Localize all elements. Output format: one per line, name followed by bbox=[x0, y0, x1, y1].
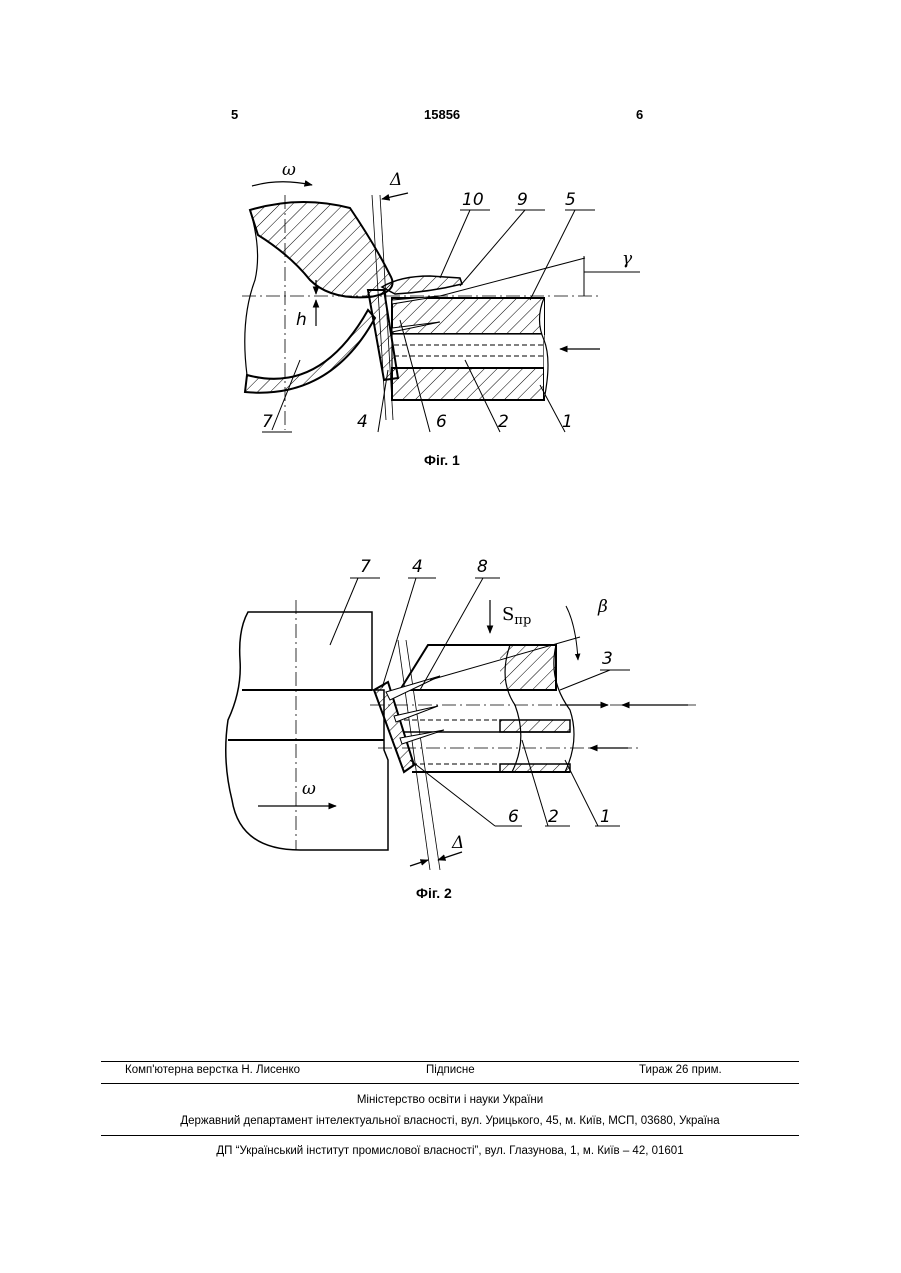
footer-signed: Підписне bbox=[426, 1064, 475, 1076]
fig2-label-delta: Δ bbox=[451, 833, 464, 853]
fig2-label-4: 4 bbox=[412, 557, 423, 577]
figure-2-caption: Фіг. 2 bbox=[416, 885, 452, 901]
footer-rule-bottom bbox=[101, 1135, 799, 1136]
fig2-label-s-main: S bbox=[502, 604, 514, 625]
footer-layout-credit: Комп'ютерна верстка Н. Лисенко bbox=[125, 1064, 300, 1076]
fig2-label-7: 7 bbox=[360, 557, 371, 577]
fig2-label-8: 8 bbox=[477, 557, 488, 577]
fig2-label-1: 1 bbox=[600, 807, 611, 827]
footer-circulation: Тираж 26 прим. bbox=[639, 1064, 722, 1076]
fig2-label-2: 2 bbox=[548, 807, 559, 827]
fig2-label-s: Sпр bbox=[502, 604, 531, 628]
fig2-label-6: 6 bbox=[508, 807, 519, 827]
footer-department: Державний департамент інтелектуальної вл… bbox=[101, 1115, 799, 1127]
fig2-label-omega: ω bbox=[302, 779, 316, 799]
footer-institute: ДП “Український інститут промислової вла… bbox=[101, 1145, 799, 1157]
footer-rule-top bbox=[101, 1061, 799, 1062]
fig2-label-s-sub: пр bbox=[514, 613, 531, 628]
footer-ministry: Міністерство освіти і науки України bbox=[101, 1094, 799, 1106]
fig2-label-beta: β bbox=[597, 597, 608, 617]
fig2-label-3: 3 bbox=[602, 649, 613, 669]
footer-rule-middle bbox=[101, 1083, 799, 1084]
